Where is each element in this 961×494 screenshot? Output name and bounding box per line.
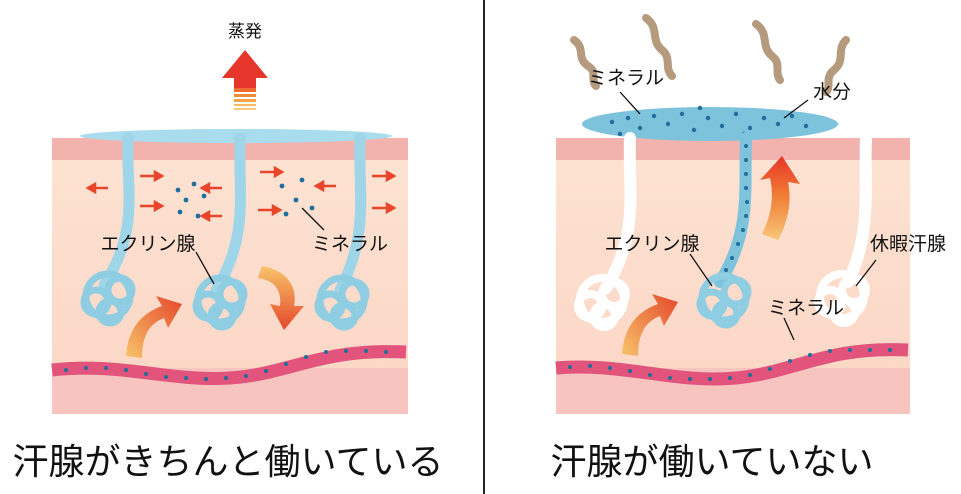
right-caption: 汗腺が働いていない [551,442,874,483]
left-flow-arrows [85,165,397,223]
right-vessel-dots [568,348,892,381]
odor-waves [570,14,850,96]
left-duct-3 [334,132,367,296]
water-leader [783,99,809,119]
right-skin-surface [556,138,910,160]
flow-arrow-right [372,201,397,215]
water-puddle [582,107,838,141]
left-eccrine-label: エクリン腺 [100,233,195,255]
left-mineral-label: ミネラル [312,233,388,255]
right-dormant-label: 休暇汗腺 [870,233,946,255]
left-caption: 汗腺がきちんと働いている [13,442,444,483]
right-panel: ミネラル 水分 エクリン腺 ミネラル 休暇汗腺 汗腺が働いていない [551,14,946,483]
left-vessel-dots [64,349,388,381]
left-mineral-leader [301,207,325,231]
flow-arrow-right [260,165,285,179]
right-curved-arrow-up [622,294,678,356]
flow-arrow-right [372,169,397,183]
active-duct-mineral-dots [724,144,749,272]
dormant-leader [855,259,877,287]
right-blood-vessel [555,343,909,386]
mineral-top-leader [619,91,641,115]
right-eccrine-leader [689,253,713,287]
flow-arrow-left [199,209,222,223]
odor-wave [822,36,850,96]
left-blood-vessel [51,345,407,386]
odor-wave [752,20,784,84]
left-duct-2 [210,132,246,296]
left-mineral-dots [175,177,315,219]
right-mineral-label: ミネラル [768,297,844,319]
left-gland-coil-1 [80,270,136,327]
right-eccrine-label: エクリン腺 [604,233,699,255]
left-gland-coil-3 [314,274,370,331]
dormant-duct-1 [600,132,637,294]
active-duct [714,132,752,288]
odor-wave [570,36,600,90]
flow-arrow-left [313,179,336,193]
right-mineral-top-label: ミネラル [588,67,664,89]
right-water-label: 水分 [813,81,851,103]
dormant-duct-2 [842,132,872,288]
evaporation-arrow [222,50,268,110]
left-curved-arrow-up [126,296,182,358]
left-eccrine-leader [195,251,215,285]
dormant-gland-coil-1 [574,274,630,331]
odor-wave [642,14,676,80]
right-mineral-leader [783,317,795,341]
dormant-gland-coil-2 [814,270,870,327]
flow-arrow-right [140,169,165,183]
left-panel: 蒸発 エクリン腺 ミネラル 汗腺がきちんと働いている [13,22,444,483]
flow-arrow-left [85,181,108,195]
flow-arrow-left [199,181,222,195]
left-gland-coil-2 [192,274,248,331]
right-rise-arrow [760,156,800,240]
left-skin-surface [52,138,408,160]
left-curved-arrow-down [258,266,304,330]
flow-arrow-right [258,203,283,217]
puddle-mineral-dots [609,105,809,137]
active-gland-coil [696,272,752,329]
evaporation-label: 蒸発 [228,22,262,42]
flow-arrow-right [140,199,165,213]
left-duct-1 [98,132,135,291]
